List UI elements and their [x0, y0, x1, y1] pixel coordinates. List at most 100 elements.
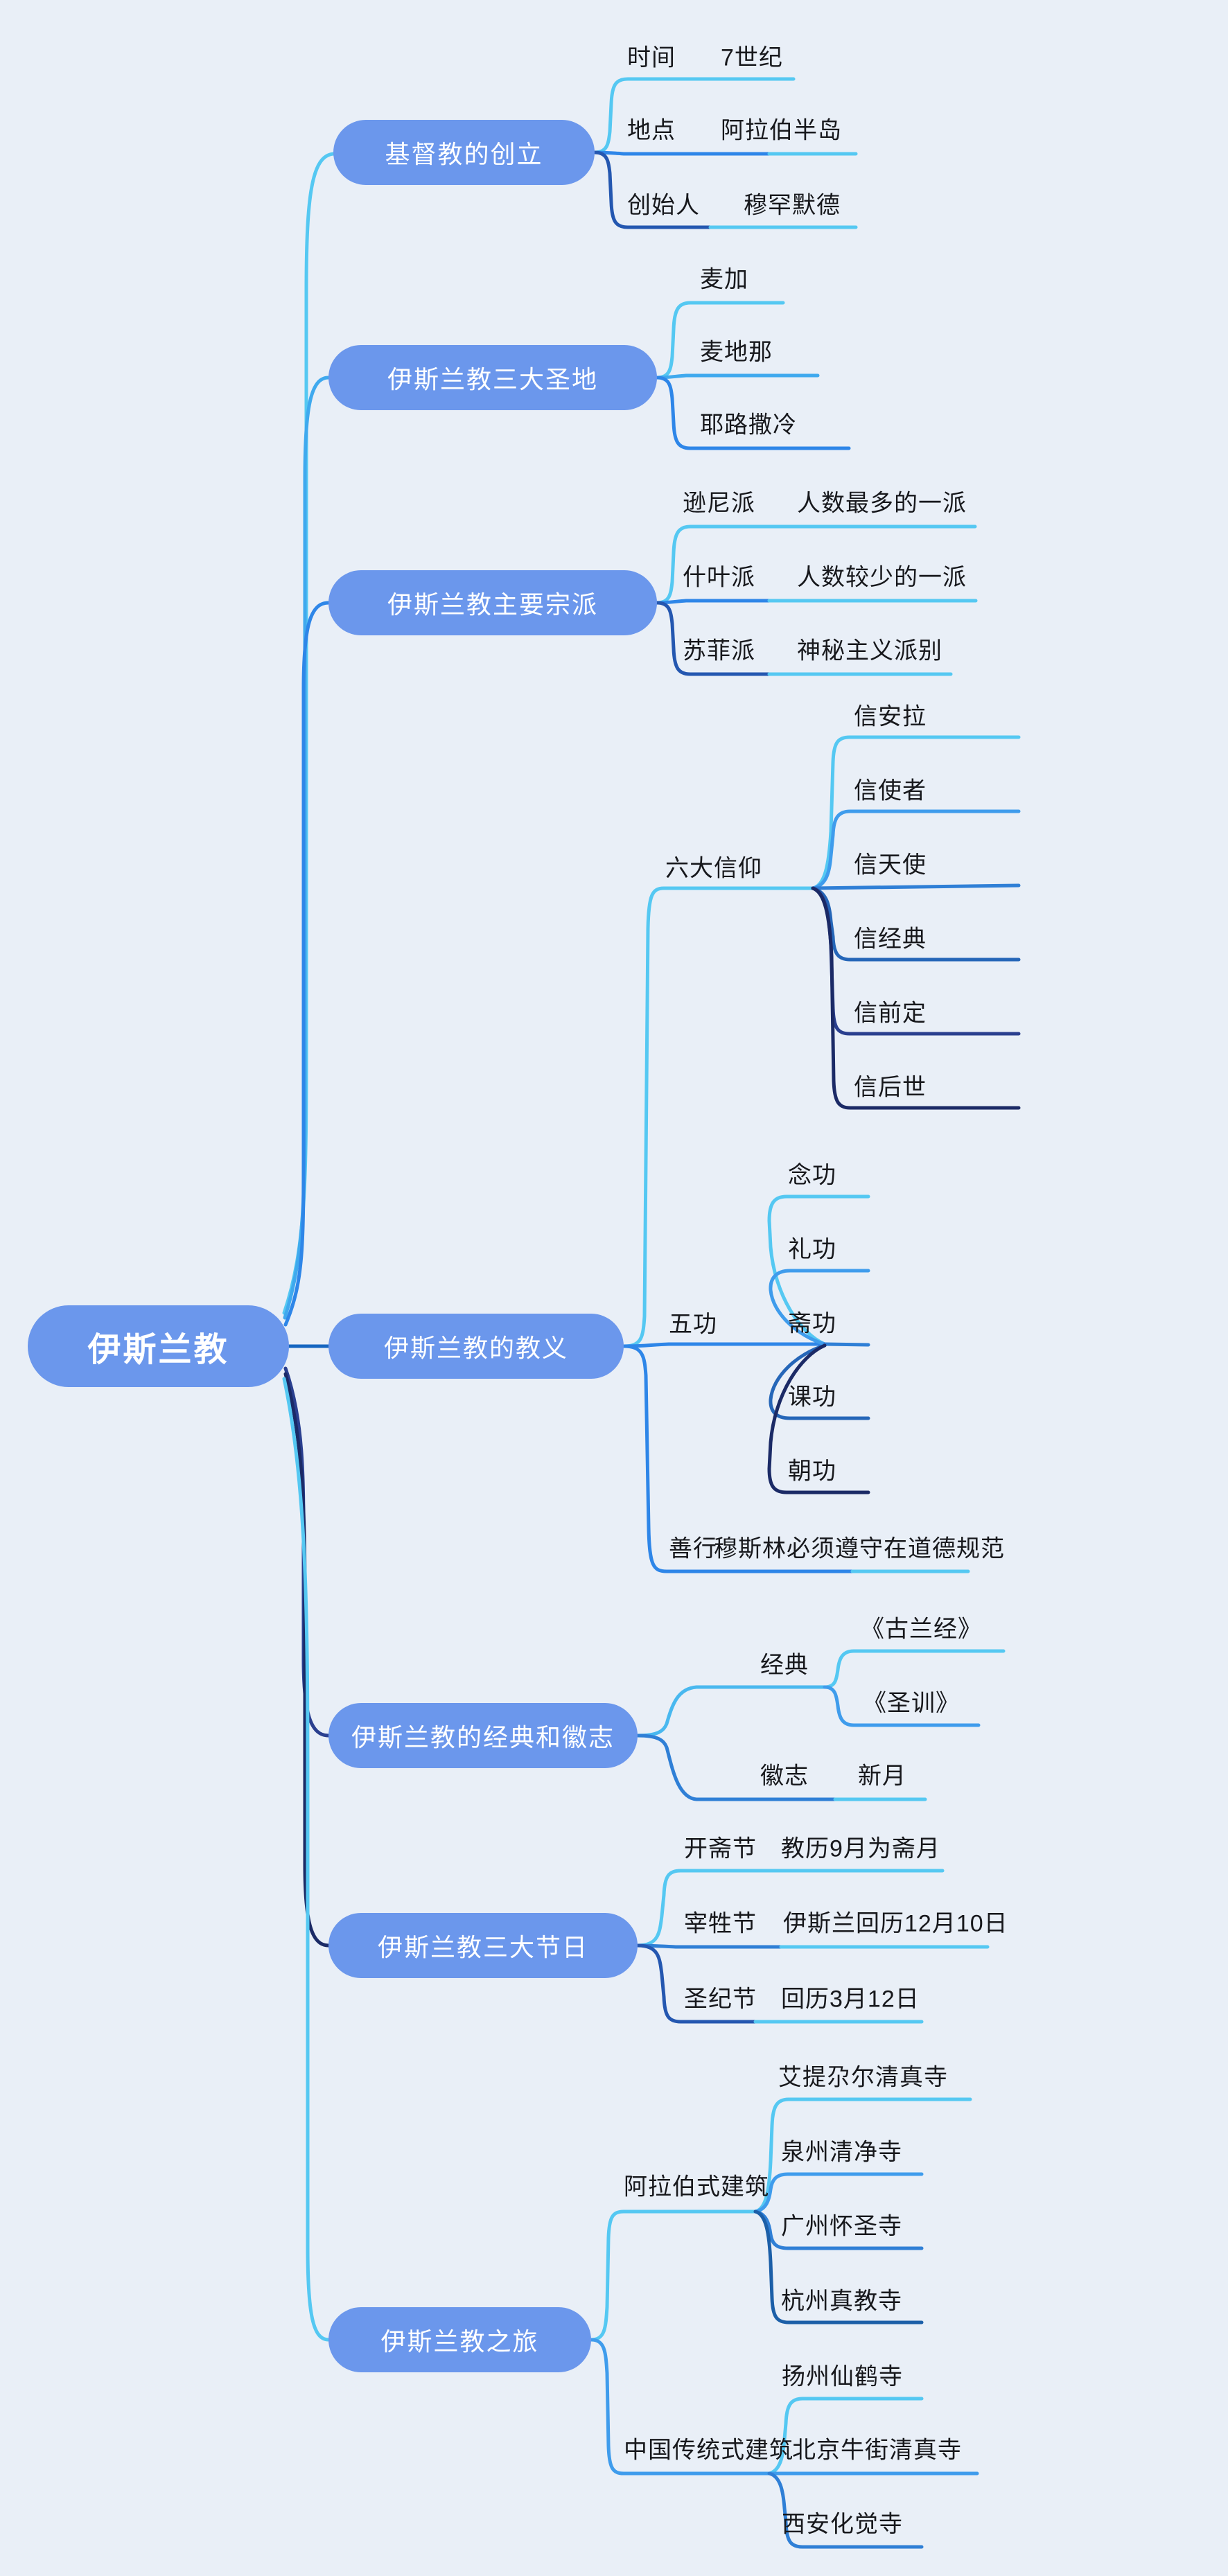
topic-value[interactable]: 穆罕默德	[744, 192, 841, 219]
branch5-edges	[635, 1649, 1006, 1801]
topic-label[interactable]: 耶路撒冷	[700, 412, 797, 439]
topic-label[interactable]: 信经典	[854, 926, 927, 953]
topic-label[interactable]: 麦地那	[700, 339, 773, 366]
topic-label[interactable]: 阿拉伯式建筑	[624, 2173, 769, 2200]
topic-label[interactable]: 六大信仰	[665, 855, 762, 882]
edge	[767, 2397, 924, 2476]
topic-label[interactable]: 《古兰经》	[861, 1616, 982, 1643]
topic-label[interactable]: 创始人	[627, 192, 700, 219]
edge	[753, 2209, 924, 2324]
topic-label[interactable]: 信使者	[854, 777, 927, 804]
topic-value[interactable]: 神秘主义派别	[797, 637, 942, 664]
edge	[593, 150, 771, 156]
edge	[635, 1869, 945, 1948]
branch-node-three-holy-sites[interactable]: 伊斯兰教三大圣地	[328, 345, 657, 410]
topic-label[interactable]: 善行	[669, 1535, 717, 1562]
branch-node-scripture-emblem[interactable]: 伊斯兰教的经典和徽志	[328, 1703, 638, 1768]
topic-label[interactable]: 杭州真教寺	[781, 2288, 902, 2315]
root-node[interactable]: 伊斯兰教	[28, 1305, 289, 1387]
topic-value[interactable]: 回历3月12日	[781, 1986, 920, 2013]
branch2-edges	[655, 301, 851, 450]
branch3-edges	[655, 524, 978, 676]
edge	[655, 376, 851, 450]
topic-value[interactable]: 教历9月为斋月	[781, 1835, 940, 1862]
branch-node-christianity-founding[interactable]: 基督教的创立	[333, 120, 595, 185]
edge	[635, 1685, 827, 1738]
edge	[655, 601, 771, 676]
edge	[811, 886, 1021, 962]
topic-value[interactable]: 新月	[858, 1763, 906, 1790]
branch-node-islam-journey[interactable]: 伊斯兰教之旅	[328, 2307, 591, 2372]
edge	[769, 1269, 870, 1346]
edge	[593, 77, 796, 155]
edge	[767, 1343, 870, 1494]
topic-label[interactable]: 什叶派	[683, 564, 755, 591]
topic-value[interactable]: 阿拉伯半岛	[721, 117, 842, 144]
edge	[589, 2338, 771, 2476]
edge	[635, 1733, 837, 1801]
topic-label[interactable]: 五功	[669, 1311, 717, 1338]
topic-label[interactable]: 开斋节	[684, 1835, 757, 1862]
topic-label[interactable]: 圣纪节	[684, 1986, 757, 2013]
branch-node-doctrine[interactable]: 伊斯兰教的教义	[328, 1314, 624, 1379]
topic-label[interactable]: 中国传统式建筑	[624, 2437, 793, 2464]
branch1-edges	[593, 77, 858, 229]
edge	[622, 1344, 854, 1573]
topic-label[interactable]: 逊尼派	[683, 490, 755, 517]
topic-label[interactable]: 艾提尕尔清真寺	[778, 2064, 948, 2091]
edge	[282, 1377, 331, 2342]
edge	[655, 301, 785, 380]
branch-node-main-sects[interactable]: 伊斯兰教主要宗派	[328, 570, 657, 635]
topic-label[interactable]: 信前定	[854, 1000, 927, 1027]
branch-node-three-festivals[interactable]: 伊斯兰教三大节日	[328, 1913, 638, 1978]
edge	[655, 599, 771, 605]
edge	[753, 2172, 924, 2214]
branch6-edges	[635, 1869, 990, 2024]
topic-label[interactable]: 信后世	[854, 1074, 927, 1101]
topic-label[interactable]: 信天使	[854, 852, 927, 879]
topic-value[interactable]: 穆斯林必须遵守在道德规范	[714, 1535, 1005, 1562]
topic-label[interactable]: 麦加	[700, 266, 748, 293]
topic-label[interactable]: 西安化觉寺	[782, 2511, 903, 2538]
topic-label[interactable]: 北京牛街清真寺	[792, 2437, 962, 2464]
topic-label[interactable]: 泉州清净寺	[781, 2139, 902, 2166]
edge	[593, 150, 712, 229]
edge	[811, 735, 1021, 890]
trunk-edges	[282, 152, 335, 2342]
branch4-edges	[622, 735, 1021, 1573]
topic-label[interactable]: 礼功	[788, 1236, 836, 1263]
topic-value[interactable]: 人数最多的一派	[797, 490, 967, 517]
topic-label[interactable]: 扬州仙鹤寺	[782, 2363, 903, 2390]
edge	[753, 2097, 972, 2214]
topic-label[interactable]: 念功	[788, 1162, 836, 1189]
topic-value[interactable]: 人数较少的一派	[797, 564, 967, 591]
topic-label[interactable]: 宰牲节	[684, 1910, 757, 1937]
topic-label[interactable]: 时间	[627, 44, 676, 71]
topic-label[interactable]: 《圣训》	[863, 1690, 960, 1717]
topic-label[interactable]: 斋功	[788, 1310, 836, 1337]
edge	[622, 1342, 827, 1348]
edge	[823, 1342, 870, 1347]
topic-label[interactable]: 苏菲派	[683, 637, 755, 664]
topic-label[interactable]: 信安拉	[854, 703, 927, 730]
edge	[635, 1943, 757, 2024]
topic-label[interactable]: 徽志	[760, 1763, 809, 1790]
branch7-edges	[589, 2097, 979, 2549]
topic-value[interactable]: 7世纪	[721, 44, 783, 71]
edge	[823, 1685, 981, 1727]
topic-label[interactable]: 经典	[760, 1652, 809, 1679]
topic-label[interactable]: 广州怀圣寺	[781, 2213, 902, 2240]
topic-label[interactable]: 朝功	[788, 1458, 836, 1485]
edge	[769, 1343, 870, 1420]
edge	[282, 152, 335, 1315]
topic-label[interactable]: 地点	[627, 117, 676, 144]
topic-label[interactable]: 课功	[788, 1384, 836, 1411]
edge	[283, 601, 331, 1327]
edge	[635, 1943, 783, 1949]
edge	[811, 883, 1021, 890]
topic-value[interactable]: 伊斯兰回历12月10日	[783, 1910, 1008, 1937]
edge	[767, 2471, 924, 2549]
edge	[589, 2209, 757, 2342]
